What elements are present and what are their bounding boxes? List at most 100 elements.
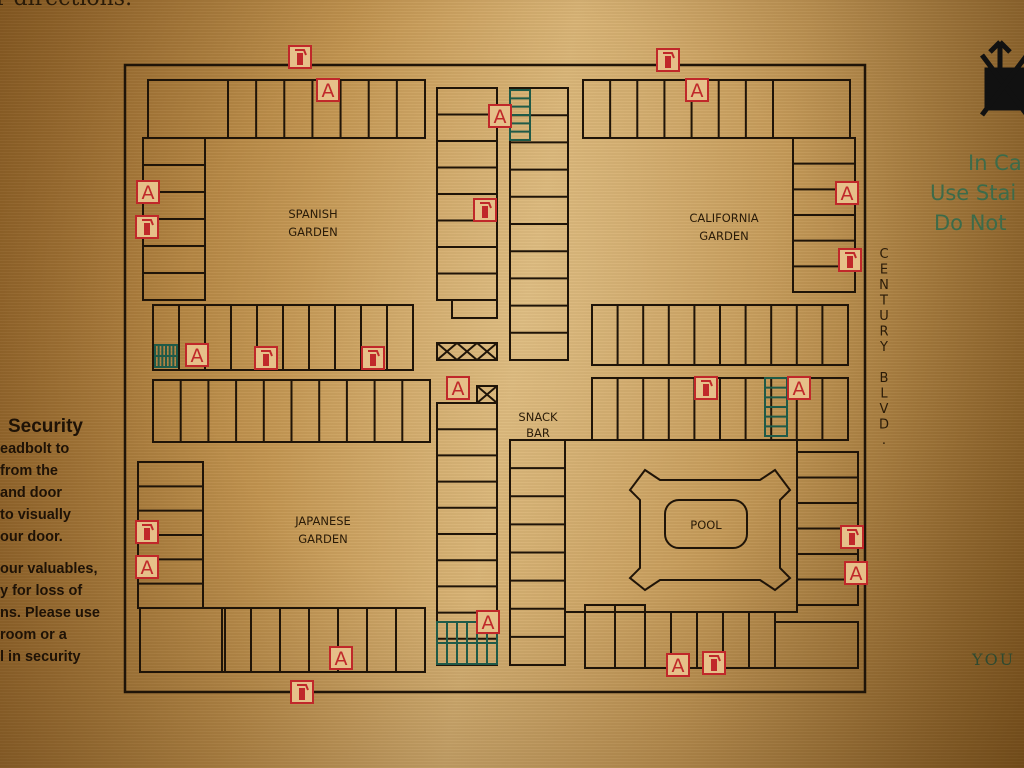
room-block xyxy=(591,304,849,366)
no-elevator-icon xyxy=(980,40,1024,117)
stairs-icon xyxy=(436,621,498,665)
fire-alarm-icon: A xyxy=(329,646,353,670)
stairs-icon xyxy=(154,344,178,368)
notice-line: to visually xyxy=(0,507,71,523)
snack-bar-label: SNACK xyxy=(518,410,558,424)
room-block xyxy=(221,607,426,673)
century-blvd-label: . xyxy=(882,433,886,448)
fire-extinguisher-icon xyxy=(702,651,726,675)
room-block xyxy=(436,87,498,301)
fire-extinguisher-icon xyxy=(135,215,159,239)
room-block xyxy=(152,304,414,371)
stairs-icon xyxy=(764,377,788,437)
fire-alarm-icon: A xyxy=(787,376,811,400)
svg-text:A: A xyxy=(793,378,806,400)
pool-deck xyxy=(628,468,792,592)
fire-alarm-icon: A xyxy=(685,78,709,102)
fire-alarm-icon: A xyxy=(135,555,159,579)
fire-extinguisher-icon xyxy=(473,198,497,222)
century-blvd-label: V xyxy=(880,402,889,417)
spanish-garden-label: SPANISH xyxy=(288,207,337,221)
fire-extinguisher-icon xyxy=(254,346,278,370)
century-blvd-label: N xyxy=(879,278,889,293)
notice-line: Do Not xyxy=(934,211,1007,235)
svg-text:A: A xyxy=(141,557,154,579)
century-blvd-label: B xyxy=(880,371,889,386)
room-block xyxy=(796,451,859,606)
fire-alarm-icon: A xyxy=(476,610,500,634)
pool xyxy=(664,499,748,549)
notice-line: ns. Please use xyxy=(0,605,100,621)
fire-extinguisher-icon xyxy=(838,248,862,272)
svg-text:A: A xyxy=(850,563,863,585)
japanese-garden-label: JAPANESE xyxy=(294,514,351,528)
room-block xyxy=(792,137,856,293)
notice-line: and door xyxy=(0,485,63,501)
spanish-garden-label: GARDEN xyxy=(288,225,338,239)
fire-extinguisher-icon xyxy=(656,48,680,72)
room-block xyxy=(644,611,776,669)
fire-extinguisher-icon xyxy=(361,346,385,370)
security-heading: Security xyxy=(8,416,83,437)
fire-alarm-icon: A xyxy=(136,180,160,204)
fire-notice: In Ca Use Stai Do Not xyxy=(930,148,1022,238)
svg-text:A: A xyxy=(841,183,854,205)
fire-alarm-icon: A xyxy=(185,343,209,367)
room-block xyxy=(591,377,849,441)
century-blvd-label: R xyxy=(879,325,888,340)
snack-bar-label: BAR xyxy=(526,426,550,440)
svg-text:A: A xyxy=(452,378,465,400)
room-block xyxy=(139,607,226,673)
header-text: r directions. xyxy=(0,0,132,11)
room-block xyxy=(774,621,859,669)
century-blvd-label: L xyxy=(880,387,888,402)
century-blvd-label: T xyxy=(879,294,888,309)
notice-line: eadbolt to xyxy=(0,441,70,457)
century-blvd-label: C xyxy=(879,247,888,262)
notice-line: our valuables, xyxy=(0,561,98,577)
svg-text:A: A xyxy=(322,80,335,102)
you-are-here-text: YOU xyxy=(972,650,1016,669)
room-block xyxy=(227,79,426,139)
room-block xyxy=(582,79,774,139)
century-blvd-label: U xyxy=(879,309,889,324)
pool-building xyxy=(564,439,798,613)
notice-line: from the xyxy=(0,463,58,479)
elevator-blocks xyxy=(436,342,498,404)
fire-extinguisher-icon xyxy=(694,376,718,400)
fire-alarm-icon: A xyxy=(316,78,340,102)
century-blvd-label: D xyxy=(879,418,889,433)
notice-line: In Ca xyxy=(968,151,1022,175)
notice-line: our door. xyxy=(0,529,63,545)
stairs-icon xyxy=(509,89,531,141)
fire-alarm-icon: A xyxy=(446,376,470,400)
notice-line: Use Stai xyxy=(930,181,1017,205)
room-block xyxy=(584,604,646,669)
fire-alarm-icon: A xyxy=(666,653,690,677)
notice-line: y for loss of xyxy=(0,583,83,599)
fire-extinguisher-icon xyxy=(840,525,864,549)
fire-extinguisher-icon xyxy=(290,680,314,704)
room-block xyxy=(137,461,204,609)
notice-line: l in security xyxy=(0,649,81,665)
security-notice: Security eadbolt to from the and door to… xyxy=(0,416,100,668)
fire-alarm-icon: A xyxy=(835,181,859,205)
property-boundary xyxy=(123,63,867,694)
room-block xyxy=(147,79,229,139)
svg-text:A: A xyxy=(482,612,495,634)
japanese-garden-label: GARDEN xyxy=(298,532,348,546)
room-block xyxy=(509,87,569,361)
room-block xyxy=(772,79,851,139)
century-blvd-label: E xyxy=(880,263,888,278)
room-block xyxy=(509,439,566,666)
pool-label: POOL xyxy=(690,518,722,532)
fire-alarm-icon: A xyxy=(844,561,868,585)
svg-text:A: A xyxy=(335,648,348,670)
svg-text:A: A xyxy=(191,345,204,367)
room-block xyxy=(142,137,206,301)
century-blvd-label: Y xyxy=(879,340,888,355)
notice-line: room or a xyxy=(0,627,67,643)
